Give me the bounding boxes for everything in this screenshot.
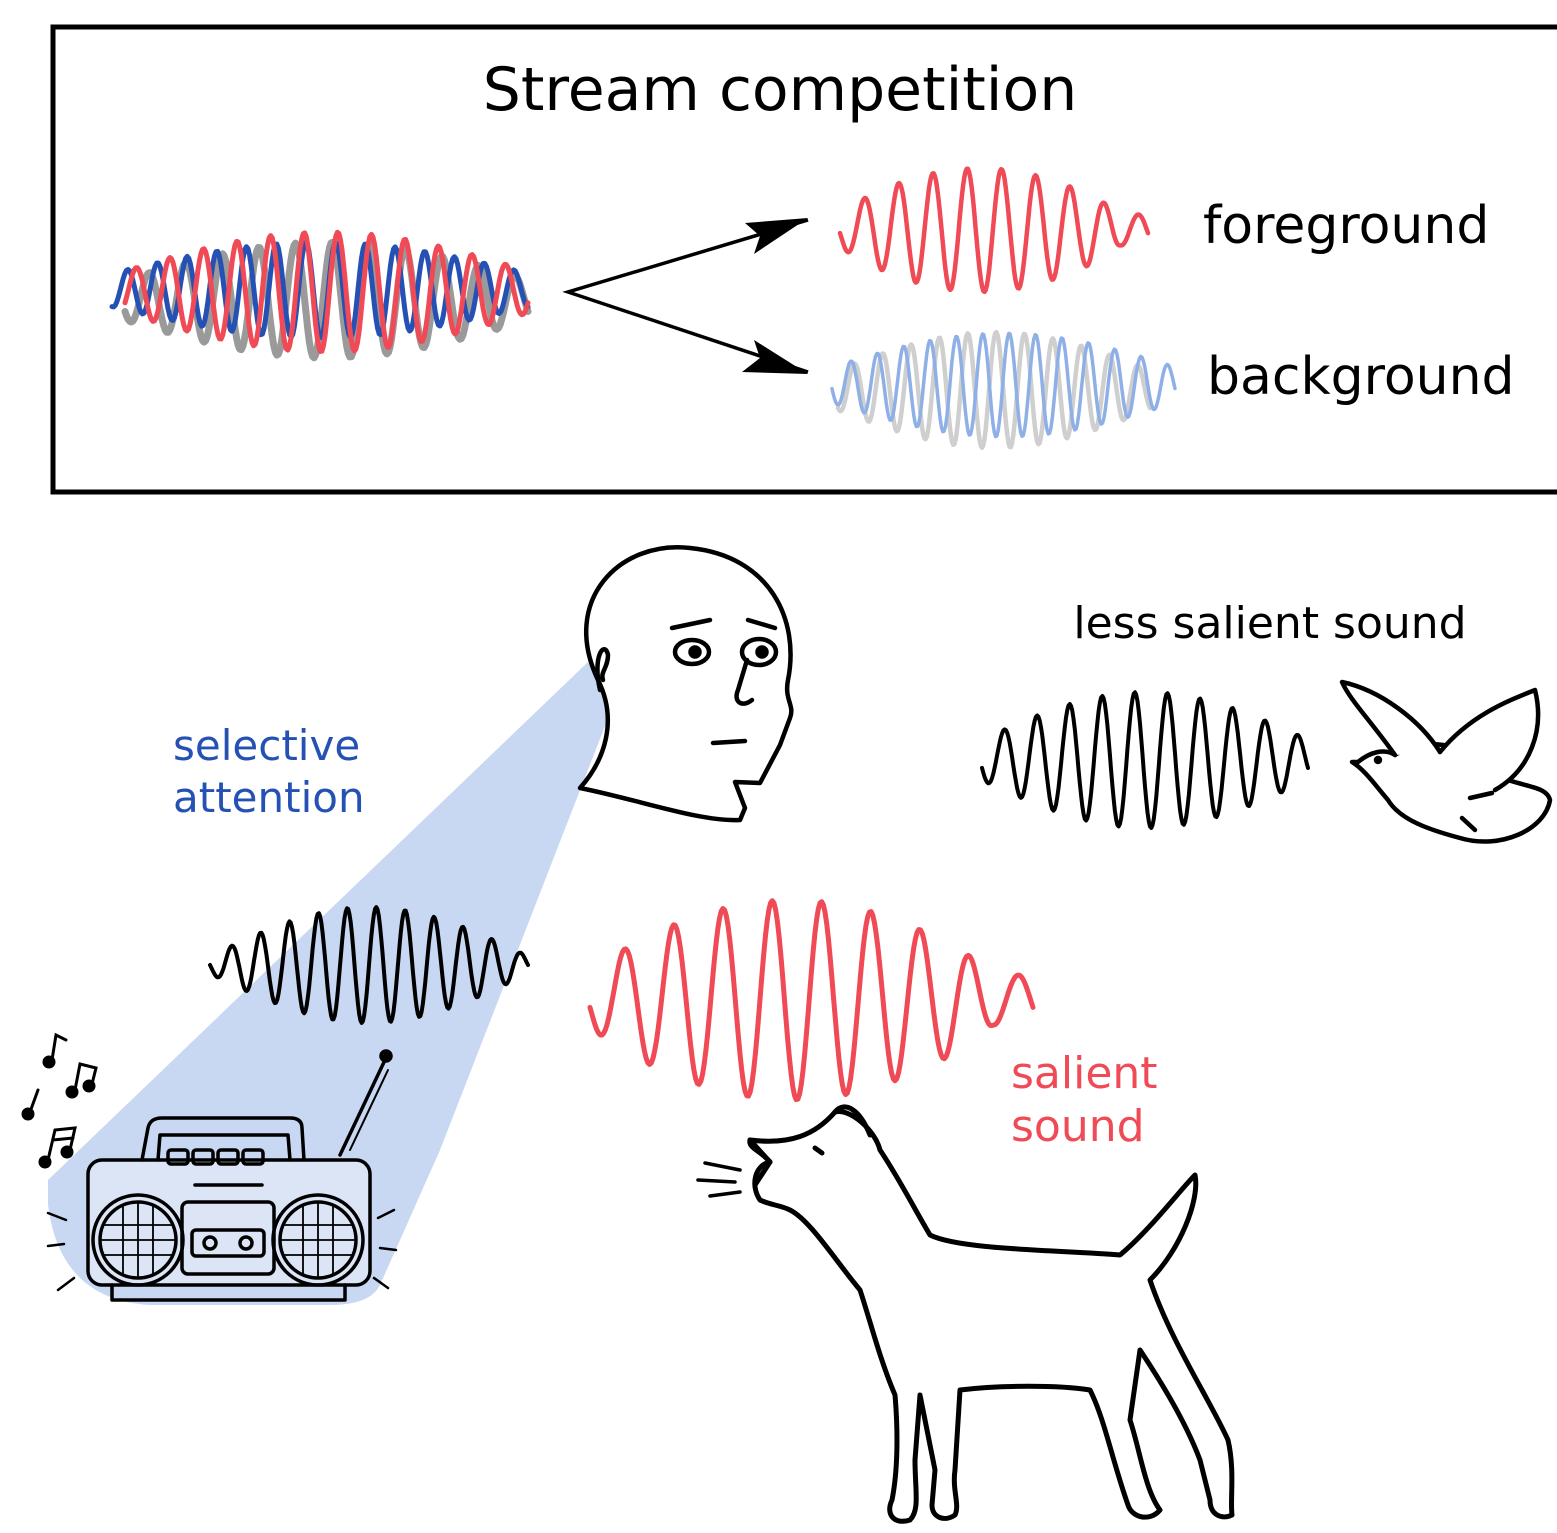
boombox-icon [46, 1049, 398, 1302]
salient-line-1: salient [1011, 1048, 1158, 1099]
mixed-waveform [109, 229, 532, 362]
cassette-window [190, 1228, 266, 1258]
sound-ticks [46, 1208, 398, 1292]
music-notes-icon [21, 1032, 98, 1169]
antenna-tip [379, 1049, 393, 1063]
right-pupil [755, 645, 769, 659]
dog-bark-lines [696, 1161, 742, 1198]
mixed-blue-stream [109, 239, 531, 340]
speaker-grilles [101, 1201, 355, 1279]
salient-line-2: sound [1011, 1101, 1145, 1152]
nose [734, 657, 755, 706]
selective-attention-line-1: selective [173, 721, 360, 770]
human-head-icon [577, 545, 794, 823]
selective-attention-label: selective attention [173, 721, 374, 822]
reel-left [202, 1235, 218, 1251]
boombox-antenna-inner [349, 1069, 389, 1151]
arrow-lines [562, 218, 809, 374]
mixed-red-stream [122, 229, 531, 354]
right-brow [745, 617, 778, 631]
foreground-label: foreground [1203, 196, 1489, 256]
bird-eye [1373, 755, 1383, 765]
selective-attention-line-2: attention [173, 773, 365, 822]
foreground-waveform [837, 166, 1151, 295]
bird-icon [1339, 679, 1553, 844]
dog-outline [747, 1109, 1235, 1524]
split-arrows [562, 218, 809, 374]
background-gray-stream [835, 329, 1153, 450]
salient-sound-label: salient sound [1011, 1048, 1172, 1152]
attention-beam [48, 662, 612, 1305]
bird-front-wing [1437, 687, 1541, 793]
cassette-deck [180, 1200, 276, 1276]
bird-tail [1459, 790, 1495, 833]
mouth [710, 738, 748, 746]
boombox-base [110, 1283, 347, 1302]
bird-back-wing [1339, 679, 1443, 758]
arrow-head-up [745, 218, 808, 254]
left-brow [669, 617, 713, 631]
dog-eye [812, 1145, 825, 1156]
boombox-sound-waveform [208, 905, 530, 1025]
left-eye [672, 637, 712, 667]
background-waveform [830, 329, 1177, 450]
salient-sound-waveform [587, 898, 1036, 1103]
panel-border [50, 24, 1557, 495]
dog-mouth [747, 1137, 773, 1188]
stream-competition-panel: Stream competition foreground background [50, 24, 1557, 495]
boombox-antenna [338, 1058, 387, 1157]
boombox-handle [140, 1116, 306, 1162]
left-pupil [688, 645, 702, 659]
dog-ear [832, 1104, 873, 1138]
bird-sound-waveform [980, 690, 1310, 830]
boombox-buttons [166, 1148, 265, 1166]
panel-title: Stream competition [483, 55, 1077, 125]
boombox-body [86, 1158, 372, 1287]
reel-right [238, 1235, 254, 1251]
background-blue-stream [830, 331, 1177, 439]
right-eye [739, 636, 779, 668]
background-label: background [1207, 347, 1515, 407]
head-outline [577, 545, 794, 823]
less-salient-label: less salient sound [1073, 598, 1466, 649]
arrow-head-down [742, 340, 808, 374]
dog-icon [696, 1104, 1235, 1524]
ear [595, 647, 611, 693]
